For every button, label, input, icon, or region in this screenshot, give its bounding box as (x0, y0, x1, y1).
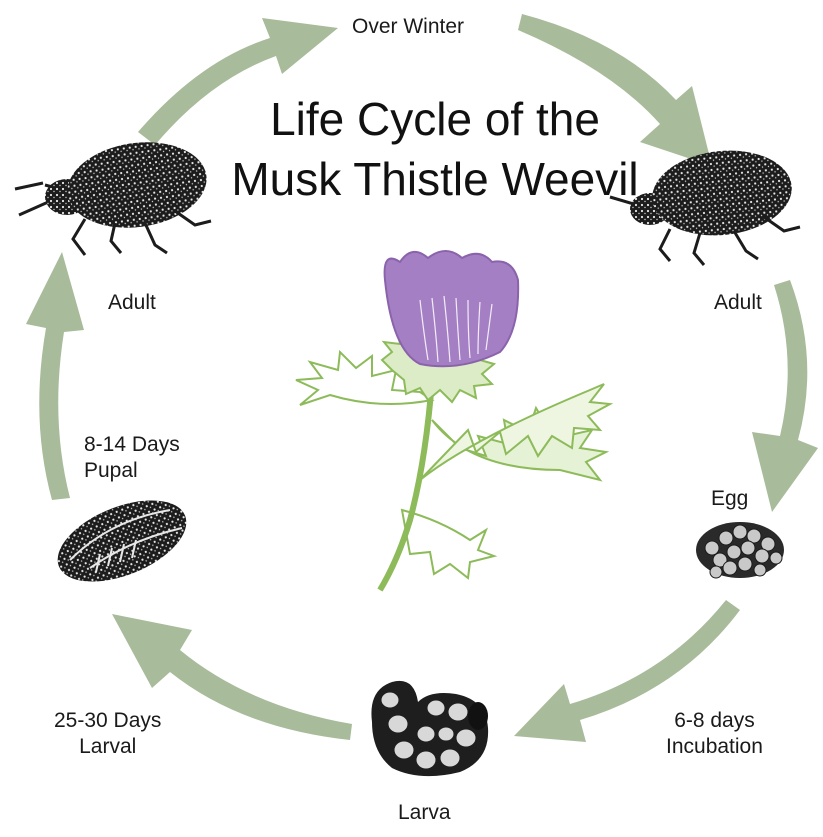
pupa-icon (46, 484, 198, 598)
title-line-1: Life Cycle of the (200, 90, 670, 150)
label-adult-right: Adult (714, 290, 762, 316)
pupal-duration: 8-14 Days (84, 432, 180, 458)
arrow-pupa-to-adult (26, 252, 84, 500)
incubation-stage: Incubation (666, 734, 763, 760)
larval-duration: 25-30 Days (54, 708, 161, 734)
label-adult-left: Adult (108, 290, 156, 316)
label-larval: 25-30 Days Larval (54, 708, 161, 761)
label-larva: Larva (398, 800, 451, 826)
diagram-title: Life Cycle of the Musk Thistle Weevil (200, 90, 670, 210)
incubation-duration: 6-8 days (666, 708, 763, 734)
label-pupal: 8-14 Days Pupal (84, 432, 180, 485)
pupal-stage: Pupal (84, 458, 180, 484)
label-egg: Egg (711, 486, 748, 512)
weevil-adult-icon (15, 134, 212, 255)
thistle-icon (296, 251, 610, 590)
larva-icon (371, 681, 488, 776)
title-line-2: Musk Thistle Weevil (200, 150, 670, 210)
label-incubation: 6-8 days Incubation (666, 708, 763, 761)
arrow-adult-to-egg (752, 280, 818, 512)
larval-stage: Larval (54, 734, 161, 760)
label-over-winter: Over Winter (352, 14, 464, 40)
egg-cluster-icon (696, 522, 784, 578)
